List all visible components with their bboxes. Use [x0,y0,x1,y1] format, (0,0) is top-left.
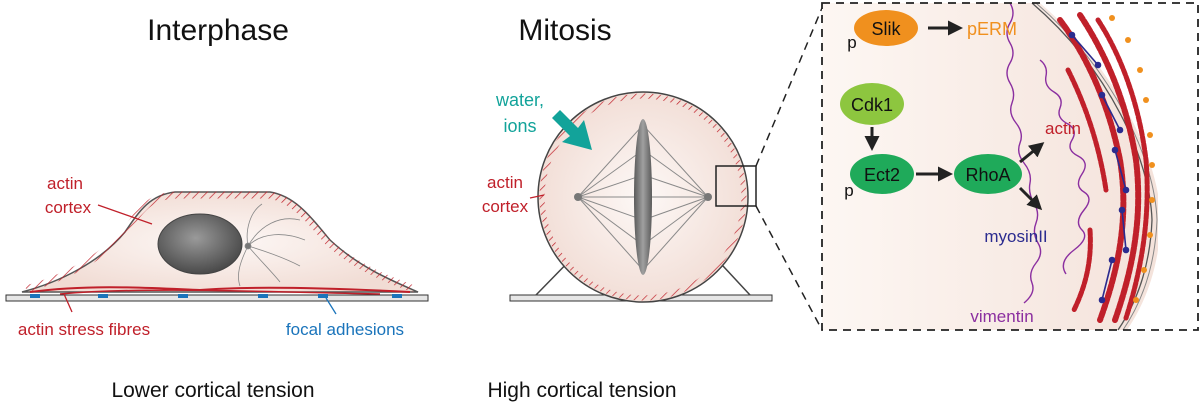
mitotic-actin-cortex [539,93,747,301]
cortical-actin-filaments [1057,12,1150,323]
mitosis-cortex-label-1: actin [487,173,523,192]
stress-fibres-pointer [63,293,73,313]
node-ect2: Ect2 [850,154,914,194]
slik-label: Slik [871,19,901,39]
interphase-cortex-pointer [97,204,153,225]
water-label-2: ions [503,116,536,136]
myosin-filaments [1068,31,1130,304]
mitosis-heading: Mitosis [518,14,611,47]
focal-adhesions [30,294,402,298]
interphase-caption: Lower cortical tension [111,379,314,402]
extracellular-region [1040,3,1198,330]
focal-adhesions-label: focal adhesions [286,320,404,339]
vimentin-filament-2 [1039,59,1090,275]
cdk1-label: Cdk1 [851,95,893,115]
zoom-line-top [755,7,823,167]
node-slik: Slik [854,10,918,46]
zoom-panel-border [821,2,1199,331]
ect2-label: Ect2 [864,165,900,185]
mitosis-cortex-label-2: cortex [482,197,529,216]
interphase-cortex-label-2: cortex [45,198,92,217]
focal-adhesions-pointer [325,297,337,315]
actin-stress-fibre-2 [59,289,381,295]
zoom-region-box [715,165,757,207]
stress-fibres-label: actin stress fibres [18,320,150,339]
water-ions-arrow [552,110,592,150]
mitosis-caption: High cortical tension [487,379,676,402]
interphase-panel: Interphase act [5,14,429,402]
interphase-actin-cortex [25,191,416,293]
cell-membrane-outer [1035,2,1158,331]
interphase-substrate [5,294,429,302]
zoom-line-bottom [755,205,823,331]
myosin-label: myosinII [984,227,1047,246]
slik-phospho: p [847,33,856,52]
mitosis-cortex-pointer [529,194,545,199]
node-cdk1: Cdk1 [840,83,904,125]
interphase-nucleus [157,213,243,275]
water-label-1: water, [495,90,544,110]
actin-label: actin [1045,119,1081,138]
interphase-cortex-label-1: actin [47,174,83,193]
interphase-centrosome [238,203,306,287]
vimentin-label: vimentin [970,307,1033,326]
perm-molecules [1109,15,1155,303]
node-rhoa: RhoA [954,154,1022,194]
perm-label: pERM [967,19,1017,39]
mitotic-spindle [574,119,712,275]
mitosis-panel: Mitosis [482,7,823,402]
arrow-rhoa-myosin [1018,186,1043,211]
rhoa-label: RhoA [965,165,1010,185]
ect2-phospho: p [844,181,853,200]
zoom-panel: Slik p pERM Cdk1 Ect2 p RhoA actin myosi… [821,2,1199,331]
vimentin-filament-1 [1006,2,1042,304]
arrow-rhoa-actin [1019,142,1045,164]
interphase-heading: Interphase [147,14,289,47]
